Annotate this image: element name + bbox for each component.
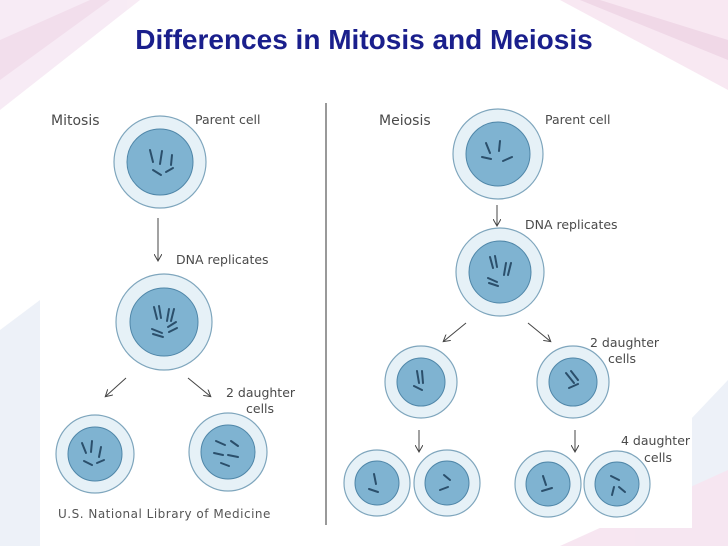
mitosis-parent-cell (113, 115, 207, 209)
meiosis-first-division-cell-1 (384, 345, 458, 419)
mitosis-replicated-cell (115, 273, 213, 371)
meiosis-final-cell-3 (514, 450, 582, 518)
slide-title: Differences in Mitosis and Meiosis (135, 24, 593, 55)
mitosis-daughters-label-line1: 2 daughter (226, 385, 296, 400)
meiosis-final-cell-1 (343, 449, 411, 517)
meiosis-four-daughters-line2: cells (644, 450, 672, 465)
meiosis-two-daughters-line2: cells (608, 351, 636, 366)
meiosis-parent-cell (452, 108, 544, 200)
meiosis-dna-replicates-label: DNA replicates (525, 217, 618, 232)
mitosis-meiosis-diagram: Mitosis Parent cell DNA replicates 2 dau… (51, 103, 691, 525)
meiosis-arrow-right (527, 322, 550, 341)
mitosis-arrow-right (187, 377, 210, 396)
meiosis-two-daughters-line1: 2 daughter (590, 335, 660, 350)
mitosis-dna-replicates-label: DNA replicates (176, 252, 269, 267)
meiosis-four-daughters-line1: 4 daughter (621, 433, 691, 448)
meiosis-arrow-left (444, 322, 467, 341)
meiosis-final-cell-2 (413, 449, 481, 517)
mitosis-arrow-left (106, 377, 127, 396)
mitosis-daughters-label-line2: cells (246, 401, 274, 416)
mitosis-parent-label: Parent cell (195, 112, 261, 127)
mitosis-daughter-cell-1 (55, 414, 135, 494)
mitosis-daughter-cell-2 (188, 412, 268, 492)
meiosis-first-division-cell-2 (536, 345, 610, 419)
meiosis-replicated-cell (455, 227, 545, 317)
meiosis-final-cell-4 (583, 450, 651, 518)
mitosis-heading: Mitosis (51, 113, 100, 129)
meiosis-parent-label: Parent cell (545, 112, 611, 127)
meiosis-heading: Meiosis (379, 113, 431, 129)
source-credit: U.S. National Library of Medicine (58, 507, 271, 521)
